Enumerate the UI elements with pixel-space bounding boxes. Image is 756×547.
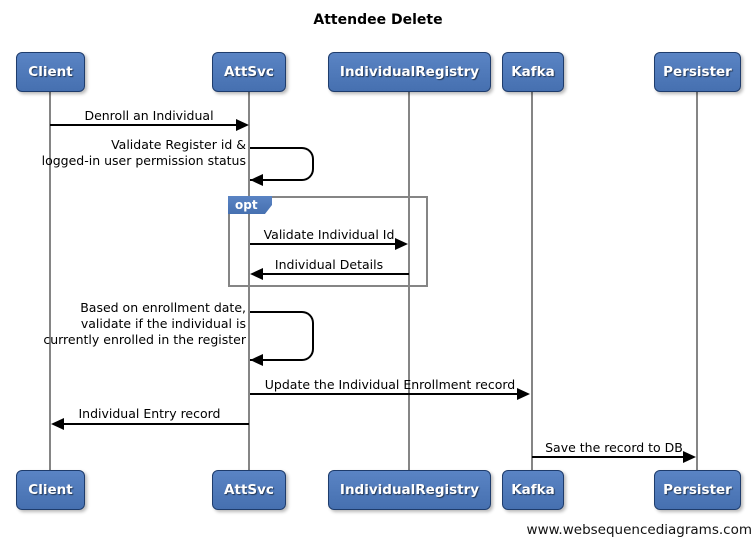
message-individual-entry-label: Individual Entry record xyxy=(78,406,221,421)
opt-fragment-operator-label: opt xyxy=(228,196,272,214)
message-validate-id-line xyxy=(250,243,396,245)
self-loop-validate-register xyxy=(250,147,314,181)
self-loop-enrollment-check xyxy=(250,311,314,361)
actor-kafka-bottom: Kafka xyxy=(502,470,564,510)
lifeline-kafka xyxy=(531,92,533,470)
actor-client-bottom: Client xyxy=(16,470,85,510)
self-message-validate-register-label: Validate Register id & logged-in user pe… xyxy=(40,137,246,169)
actor-persister-top: Persister xyxy=(654,52,741,92)
message-validate-id-label: Validate Individual Id xyxy=(263,227,395,242)
lifeline-attsvc xyxy=(248,92,250,470)
actor-client-top: Client xyxy=(16,52,85,92)
actor-attsvc-bottom: AttSvc xyxy=(212,470,286,510)
actor-attsvc-top: AttSvc xyxy=(212,52,286,92)
self-message-validate-register-line1: Validate Register id & xyxy=(111,137,246,152)
lifeline-persister xyxy=(696,92,698,470)
self-message-enrollment-check-line1: Based on enrollment date, xyxy=(80,300,246,315)
arrowhead-left-icon xyxy=(250,268,263,280)
arrowhead-left-icon xyxy=(250,174,263,186)
arrowhead-right-icon xyxy=(236,119,249,131)
self-message-enrollment-check-line2: validate if the individual is xyxy=(80,316,246,331)
message-denroll-label: Denroll an Individual xyxy=(84,108,214,123)
arrowhead-right-icon xyxy=(683,451,696,463)
self-message-enrollment-check-line3: currently enrolled in the register xyxy=(43,332,246,347)
self-message-enrollment-check-label: Based on enrollment date, validate if th… xyxy=(38,300,246,348)
message-save-record-line xyxy=(532,456,684,458)
actor-individualregistry-bottom: IndividualRegistry xyxy=(328,470,491,510)
actor-kafka-top: Kafka xyxy=(502,52,564,92)
lifeline-client xyxy=(49,92,51,470)
websequencediagrams-credit: www.websequencediagrams.com xyxy=(526,522,752,538)
message-update-enrollment-line xyxy=(250,393,518,395)
message-details-line xyxy=(262,273,409,275)
self-message-validate-register-line2: logged-in user permission status xyxy=(41,153,246,168)
message-save-record-label: Save the record to DB xyxy=(545,440,683,455)
opt-fragment: opt xyxy=(228,196,428,287)
arrowhead-left-icon xyxy=(51,418,64,430)
message-details-label: Individual Details xyxy=(274,257,384,272)
arrowhead-right-icon xyxy=(395,238,408,250)
message-individual-entry-line xyxy=(63,423,249,425)
message-update-enrollment-label: Update the Individual Enrollment record xyxy=(264,377,516,392)
diagram-title: Attendee Delete xyxy=(313,12,443,28)
actor-persister-bottom: Persister xyxy=(654,470,741,510)
arrowhead-right-icon xyxy=(517,388,530,400)
lifeline-individualregistry xyxy=(408,92,410,470)
actor-individualregistry-top: IndividualRegistry xyxy=(328,52,491,92)
message-denroll-line xyxy=(50,124,238,126)
arrowhead-left-icon xyxy=(250,354,263,366)
